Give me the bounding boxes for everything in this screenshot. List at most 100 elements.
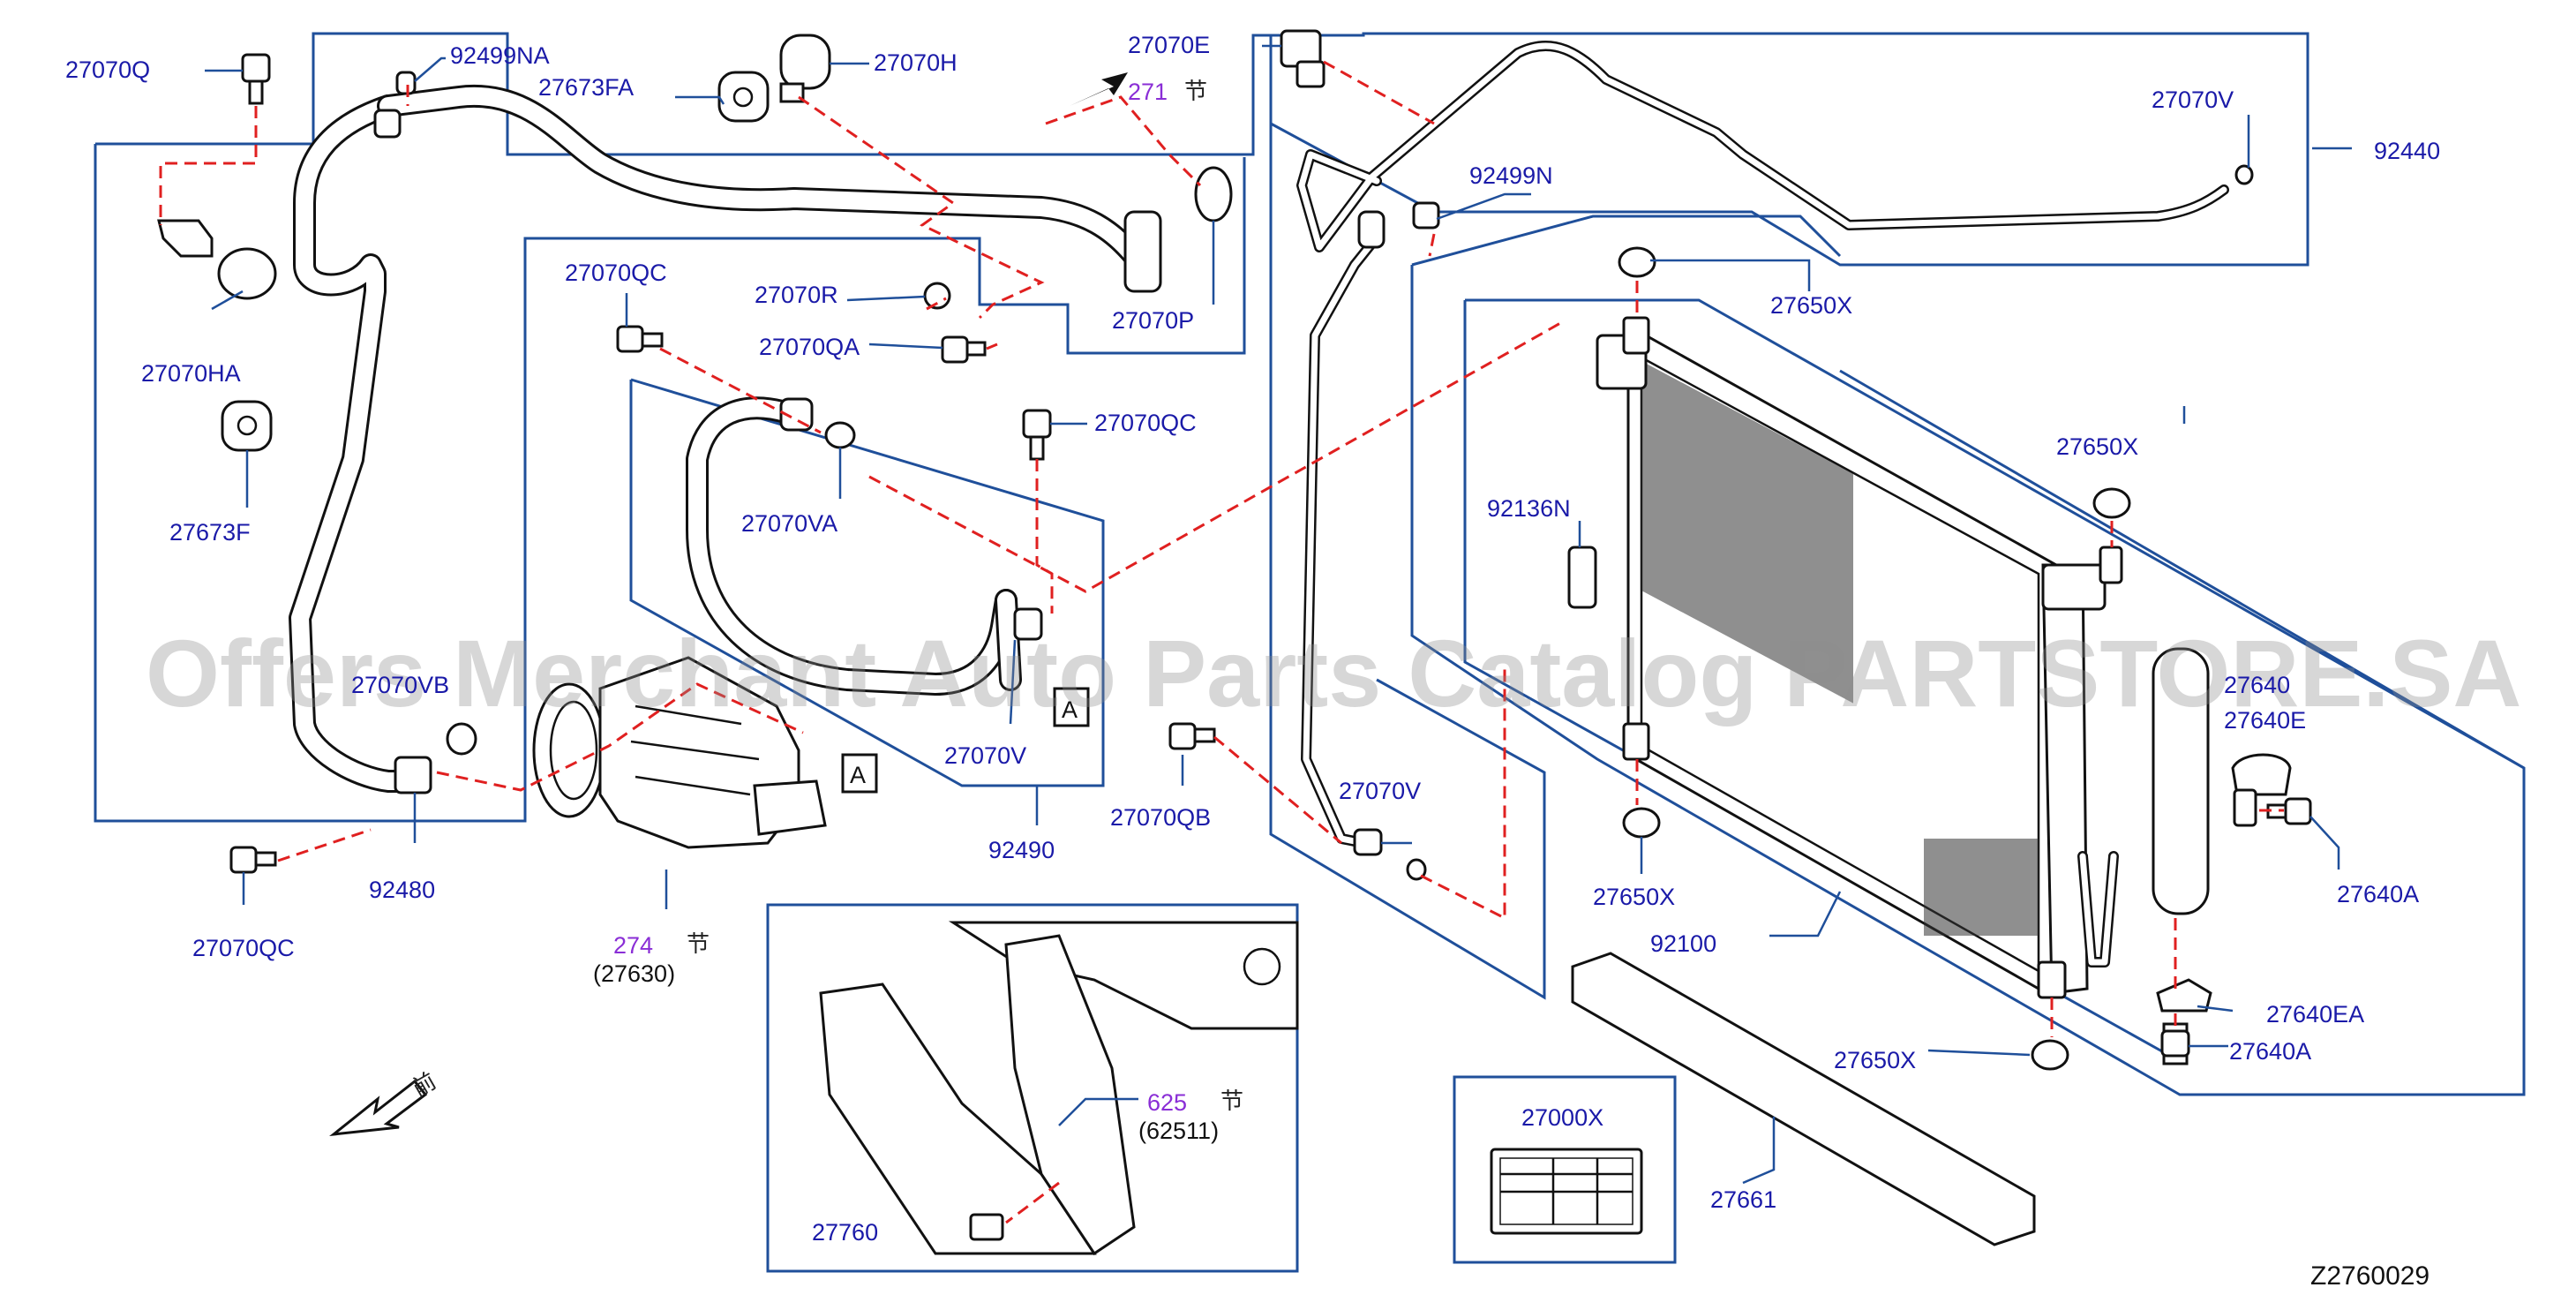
- frame-92100-inner: [1465, 298, 2525, 770]
- bracket-27070HA: [157, 219, 277, 300]
- frame-bracket-detail: [766, 903, 1299, 1273]
- bracket-27070E: [1280, 29, 1326, 88]
- bolt-27070QB: [1168, 722, 1216, 750]
- label-27070R[interactable]: 27070R: [755, 282, 838, 308]
- frame-92490: [629, 378, 1105, 787]
- label-27070VB[interactable]: 27070VB: [351, 672, 449, 698]
- label-27640EA[interactable]: 27640EA: [2266, 1001, 2364, 1028]
- label-27650X-b[interactable]: 27650X: [2056, 433, 2138, 460]
- label-27070VA[interactable]: 27070VA: [741, 510, 837, 537]
- section-arrow-271: [1070, 72, 1128, 106]
- label-27070Q[interactable]: 27070Q: [65, 56, 150, 83]
- frame-92440-lower: [1269, 124, 1546, 1000]
- label-27640A-a[interactable]: 27640A: [2337, 881, 2419, 907]
- section-ref-274[interactable]: 274: [613, 932, 653, 959]
- clamp-27070H: [779, 34, 831, 103]
- bolt-27070QC-a: [616, 325, 664, 353]
- bolt-27070Q: [241, 53, 271, 105]
- bolt-27640A-a: [2266, 797, 2312, 825]
- drier-bracket-27640E: [2231, 753, 2292, 796]
- nut-27070R: [923, 282, 951, 310]
- pressure-sensor-92136N: [1567, 546, 1597, 609]
- label-27070E[interactable]: 27070E: [1128, 32, 1210, 58]
- label-27070QC-b[interactable]: 27070QC: [1094, 410, 1197, 436]
- frame-92440: [1269, 32, 2309, 267]
- view-mark-a-right: A: [1062, 696, 1078, 723]
- section-mark-274: 节: [687, 931, 710, 958]
- label-27070P[interactable]: 27070P: [1112, 307, 1194, 334]
- bushing-27673F: [221, 400, 273, 452]
- label-92499NA[interactable]: 92499NA: [450, 42, 550, 69]
- dashed-connectors: [159, 60, 2284, 1224]
- bolt-27070QC-c: [229, 846, 277, 874]
- frame-92100-upper: [1411, 215, 1842, 267]
- label-27760[interactable]: 27760: [812, 1219, 878, 1246]
- label-27070QC-c[interactable]: 27070QC: [192, 935, 295, 961]
- mount-27650X-b: [2092, 487, 2131, 519]
- label-27661[interactable]: 27661: [1710, 1186, 1776, 1213]
- label-27000X[interactable]: 27000X: [1521, 1104, 1603, 1131]
- label-27070QA[interactable]: 27070QA: [759, 334, 860, 360]
- compressor-27630: [532, 656, 827, 849]
- clip-27760: [969, 1213, 1004, 1241]
- section-references: 271 节 274 节 (27630) 625 节 (62511): [593, 79, 1243, 1144]
- label-92480[interactable]: 92480: [369, 877, 435, 903]
- label-92440[interactable]: 92440: [2374, 138, 2440, 164]
- frame-92480-left: [94, 144, 1246, 823]
- watermark: Offers Merchant Auto Parts Catalog PARTS…: [146, 620, 2521, 727]
- section-ref-271[interactable]: 271: [1128, 79, 1168, 105]
- section-sub-625: (62511): [1138, 1118, 1219, 1144]
- label-27640E[interactable]: 27640E: [2224, 707, 2306, 734]
- mount-27650X-a: [1618, 246, 1656, 278]
- condenser-92100: [1596, 316, 2123, 999]
- label-27673F[interactable]: 27673F: [169, 519, 251, 546]
- fitting-92499N: [1412, 201, 1440, 230]
- section-ref-625[interactable]: 625: [1147, 1089, 1187, 1116]
- view-mark-a-left: A: [850, 762, 866, 788]
- air-guide-27661: [1571, 952, 2036, 1246]
- label-92499N[interactable]: 92499N: [1469, 162, 1553, 189]
- label-27070H[interactable]: 27070H: [874, 49, 958, 76]
- bolt-27070QC-b: [1022, 409, 1052, 461]
- bolt-27070QA: [941, 335, 987, 364]
- o-ring-27070VA: [824, 421, 856, 449]
- section-mark-271: 节: [1184, 79, 1207, 105]
- label-27650X-a[interactable]: 27650X: [1770, 292, 1852, 319]
- label-27070V-top[interactable]: 27070V: [2152, 87, 2234, 113]
- diagram-id: Z2760029: [2310, 1261, 2430, 1291]
- leader-lines: [205, 44, 2352, 1185]
- mount-27650X-c: [1622, 807, 1661, 839]
- hose-92480-upper: [377, 84, 1145, 267]
- label-27070V-mid[interactable]: 27070V: [944, 742, 1026, 769]
- front-arrow: [329, 1079, 428, 1137]
- label-27070QB[interactable]: 27070QB: [1110, 804, 1211, 831]
- label-27070HA[interactable]: 27070HA: [141, 360, 241, 387]
- section-sub-274: (27630): [593, 960, 675, 987]
- bushing-27673FA: [717, 71, 770, 123]
- label-27640[interactable]: 27640: [2224, 672, 2290, 698]
- view-box-a-left: [841, 753, 878, 794]
- o-ring-27070V-right: [1406, 858, 1427, 881]
- label-plate-27000X: [1490, 1148, 1643, 1235]
- label-27070V-right[interactable]: 27070V: [1339, 778, 1421, 804]
- label-27650X-c[interactable]: 27650X: [1593, 884, 1675, 910]
- bracket-27070P: [1123, 166, 1233, 293]
- bolt-27640A-b: [2160, 1029, 2190, 1058]
- hose-clamp-92480: [394, 756, 432, 794]
- label-27650X-d[interactable]: 27650X: [1834, 1047, 1916, 1073]
- view-box-a-right: [1053, 687, 1090, 727]
- label-92136N[interactable]: 92136N: [1487, 495, 1571, 522]
- o-ring-27070V-top: [2234, 164, 2254, 185]
- label-27070QC-a[interactable]: 27070QC: [565, 260, 667, 286]
- fitting-92499NA: [395, 71, 417, 95]
- label-92100[interactable]: 92100: [1650, 930, 1716, 957]
- frame-label-27000X: [1453, 1075, 1677, 1264]
- label-27673FA[interactable]: 27673FA: [538, 74, 634, 101]
- part-labels: 27070Q 92499NA 27673FA 27070H 27070E 270…: [65, 32, 2440, 1246]
- label-92490[interactable]: 92490: [988, 837, 1055, 863]
- receiver-drier-27640: [2152, 647, 2210, 915]
- section-mark-625: 节: [1220, 1088, 1243, 1115]
- radiator-core-support: [819, 921, 1299, 1256]
- label-27640A-b[interactable]: 27640A: [2229, 1038, 2311, 1065]
